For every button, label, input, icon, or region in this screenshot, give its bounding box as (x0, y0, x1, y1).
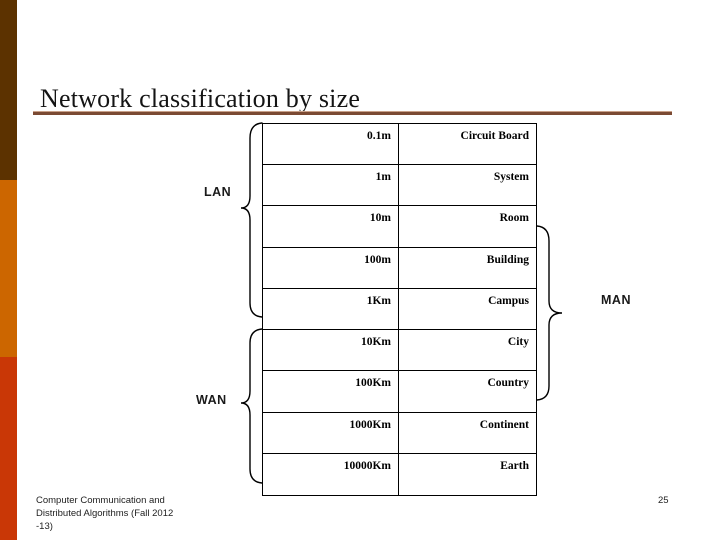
accent-bar-bottom (0, 357, 17, 540)
table-cell-place: Continent (399, 413, 536, 454)
lan-label: LAN (204, 185, 232, 199)
table-cell-distance: 1m (263, 165, 399, 207)
table-cell-distance: 1000Km (263, 412, 399, 454)
table-cell-place: Country (399, 371, 536, 413)
table-cell-distance: 10m (263, 206, 399, 248)
wan-label: WAN (196, 393, 227, 407)
table-cell-distance: 100m (263, 247, 399, 289)
footer-line: Distributed Algorithms (Fall 2012 (36, 508, 174, 519)
table-cell-distance: 1Km (263, 288, 399, 331)
man-label: MAN (601, 293, 631, 307)
table-cell-place: Circuit Board (399, 124, 536, 166)
lan-brace (240, 122, 263, 318)
page-title: Network classification by size (40, 84, 361, 113)
accent-bar-middle (0, 180, 17, 357)
table-cell-distance: 100Km (263, 371, 399, 413)
table-cell-place: Room (399, 206, 536, 248)
accent-bar-top (0, 0, 17, 180)
table-cell-distance: 10Km (263, 330, 399, 372)
title-underline (33, 111, 672, 115)
page-number: 25 (658, 495, 669, 506)
table-cell-place: Earth (500, 459, 529, 472)
table-cell-place: City (399, 330, 536, 372)
table-cell-place: Building (399, 248, 536, 289)
table-cell-distance: 0.1m (263, 124, 399, 166)
table-cell-place: System (399, 165, 536, 207)
footer-line: -13) (36, 521, 53, 532)
footer-credit: Computer Communication and Distributed A… (36, 494, 173, 533)
table-cell-distance: 10000Km (263, 453, 399, 495)
size-table: 0.1m Circuit Board 1m System 10m Room 10… (262, 123, 537, 496)
footer-line: Computer Communication and (36, 495, 165, 506)
wan-brace (240, 328, 263, 484)
table-cell-place: Campus (399, 289, 536, 331)
man-brace (536, 225, 563, 401)
